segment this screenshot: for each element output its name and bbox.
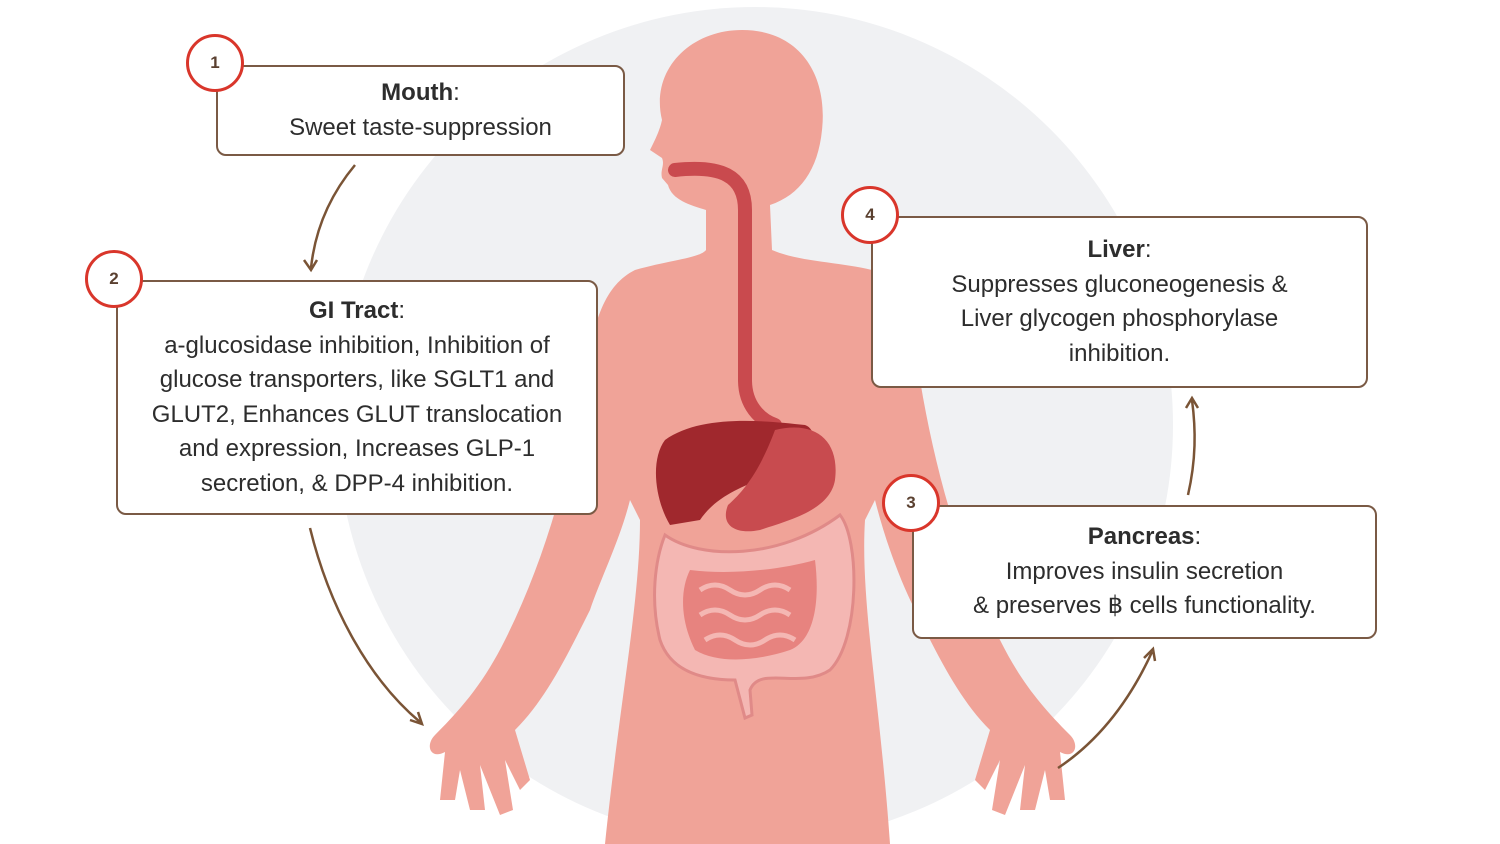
colon: : (1194, 523, 1202, 551)
step-liver-card: Liver: Suppresses gluconeogenesis & Live… (871, 216, 1368, 388)
stomach (725, 427, 836, 532)
step-title: Liver (1087, 236, 1145, 263)
flow-arrows (302, 164, 1200, 770)
step-number-badge: 1 (186, 34, 244, 92)
step-line: a-glucosidase inhibition, Inhibition of (164, 331, 550, 359)
step-line: inhibition. (1068, 339, 1171, 367)
step-line: GLUT2, Enhances GLUT translocation (151, 400, 563, 428)
step-line: & preserves ฿ cells functionality. (973, 592, 1316, 620)
step-line: and expression, Increases GLP-1 (178, 435, 536, 462)
step-line: Sweet taste-suppression (289, 113, 552, 141)
step-number-badge: 4 (841, 186, 899, 244)
step-number-badge: 2 (85, 250, 143, 308)
step-line: Liver glycogen phosphorylase (960, 305, 1279, 332)
step-title: GI Tract (308, 297, 399, 324)
colon: : (398, 297, 406, 324)
step-line: glucose transporters, like SGLT1 and (159, 366, 555, 393)
step-gi-tract-card: GI Tract: a-glucosidase inhibition, Inhi… (116, 280, 598, 515)
step-mouth-card: Mouth: Sweet taste-suppression (216, 65, 625, 156)
colon: : (453, 79, 460, 106)
step-title: Mouth (381, 79, 454, 106)
colon: : (1144, 236, 1152, 263)
step-number-badge: 3 (882, 474, 940, 532)
step-title: Pancreas (1087, 523, 1195, 551)
step-pancreas-card: Pancreas: Improves insulin secretion & p… (912, 505, 1377, 639)
step-line: Suppresses gluconeogenesis & (951, 270, 1288, 298)
intestine-folds (698, 582, 797, 648)
esophagus (668, 161, 782, 432)
step-line: secretion, & DPP-4 inhibition. (200, 469, 514, 497)
step-line: Improves insulin secretion (1005, 557, 1284, 585)
